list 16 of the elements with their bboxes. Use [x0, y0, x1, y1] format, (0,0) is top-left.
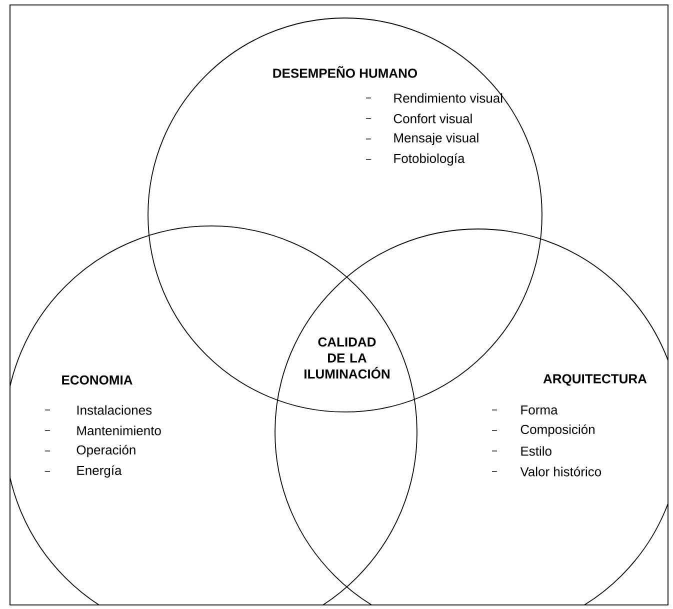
- list-item: Fotobiología: [394, 153, 465, 166]
- list-item: Mantenimiento: [77, 426, 161, 436]
- list-item: Confort visual: [394, 114, 472, 124]
- list-item: Energía: [77, 465, 122, 478]
- list-item: Mensaje visual: [394, 132, 478, 146]
- list-item: Operación: [76, 444, 136, 458]
- center-label: CALIDAD DE LA ILUMINACIÓN: [304, 337, 390, 379]
- circle-heading: ECONOMIA: [62, 375, 132, 385]
- list-item: Estilo: [521, 446, 552, 456]
- list-item: Instalaciones: [77, 405, 152, 415]
- list-item: Composición: [520, 424, 594, 437]
- list-item: Valor histórico: [520, 466, 602, 476]
- circle-heading: ARQUITECTURA: [543, 374, 647, 386]
- circle-heading: DESEMPEÑO HUMANO: [273, 66, 418, 78]
- list-item: Rendimiento visual: [394, 93, 502, 103]
- list-item: Forma: [521, 405, 558, 415]
